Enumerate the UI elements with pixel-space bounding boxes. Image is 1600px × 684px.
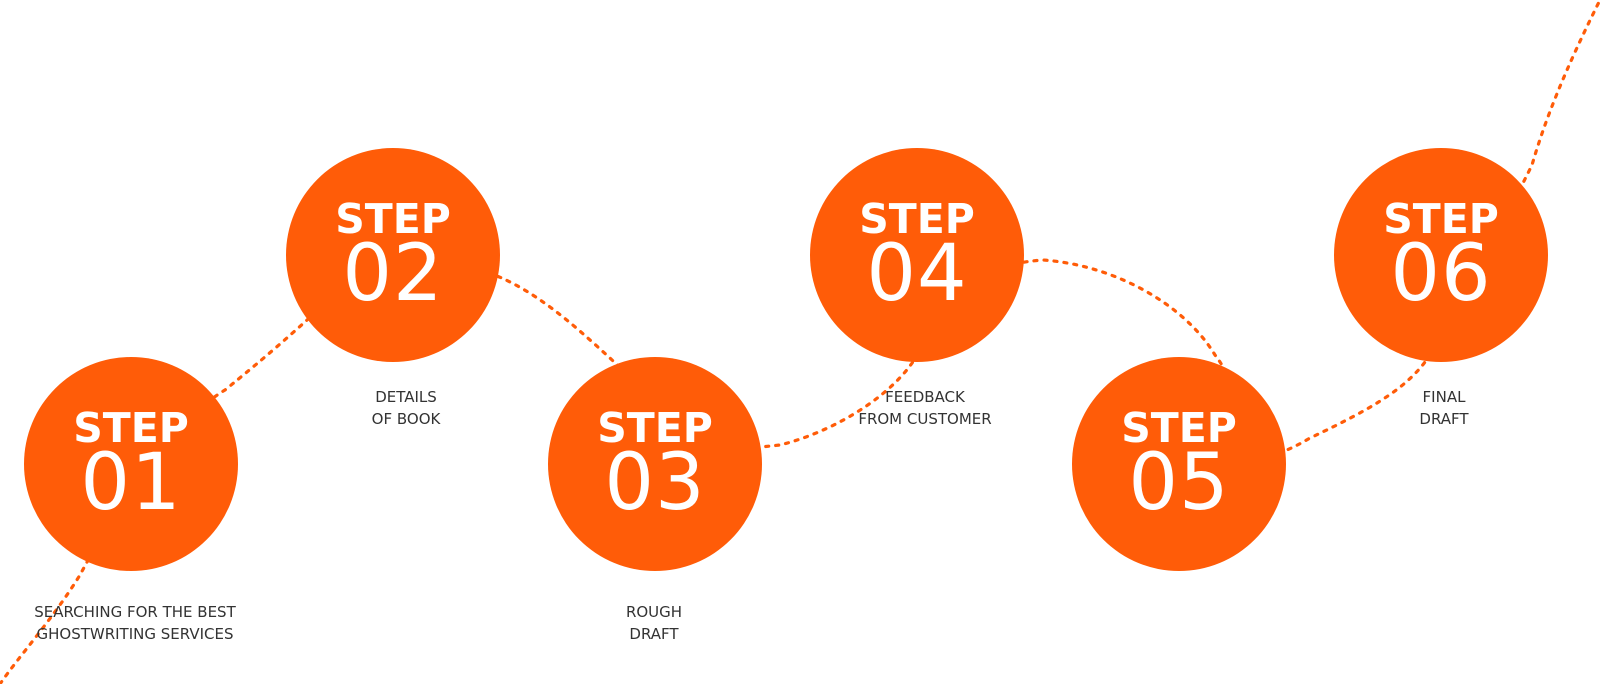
label-line: OF BOOK	[371, 410, 441, 428]
label-line: DRAFT	[1419, 410, 1469, 428]
label-line: GHOSTWRITING SERVICES	[36, 625, 234, 643]
step-number: 06	[1390, 229, 1492, 319]
step-word: STEP	[335, 195, 451, 243]
step-number: 04	[866, 229, 968, 319]
step-word: STEP	[597, 404, 713, 452]
step-03-circle: STEP 03	[548, 357, 762, 571]
step-word: STEP	[1121, 404, 1237, 452]
label-line: SEARCHING FOR THE BEST	[34, 603, 236, 621]
step-06-circle: STEP 06	[1334, 148, 1548, 362]
step-02-label: DETAILS OF BOOK	[271, 386, 541, 430]
step-number: 03	[604, 438, 706, 528]
step-number: 05	[1128, 438, 1230, 528]
label-line: DETAILS	[375, 388, 437, 406]
label-line: DRAFT	[629, 625, 679, 643]
step-01-circle: STEP 01	[24, 357, 238, 571]
step-06-label: FINAL DRAFT	[1309, 386, 1579, 430]
step-05-circle: STEP 05	[1072, 357, 1286, 571]
step-01-label: SEARCHING FOR THE BEST GHOSTWRITING SERV…	[0, 601, 270, 645]
step-number: 01	[80, 438, 182, 528]
step-word: STEP	[73, 404, 189, 452]
step-number: 02	[342, 229, 444, 319]
label-line: FEEDBACK	[885, 388, 965, 406]
step-word: STEP	[859, 195, 975, 243]
step-03-label: ROUGH DRAFT	[519, 601, 789, 645]
label-line: FINAL	[1422, 388, 1466, 406]
label-line: ROUGH	[625, 603, 683, 621]
step-04-label: FEEDBACK FROM CUSTOMER	[790, 386, 1060, 430]
label-line: FROM CUSTOMER	[858, 410, 992, 428]
step-02-circle: STEP 02	[286, 148, 500, 362]
step-word: STEP	[1383, 195, 1499, 243]
step-04-circle: STEP 04	[810, 148, 1024, 362]
